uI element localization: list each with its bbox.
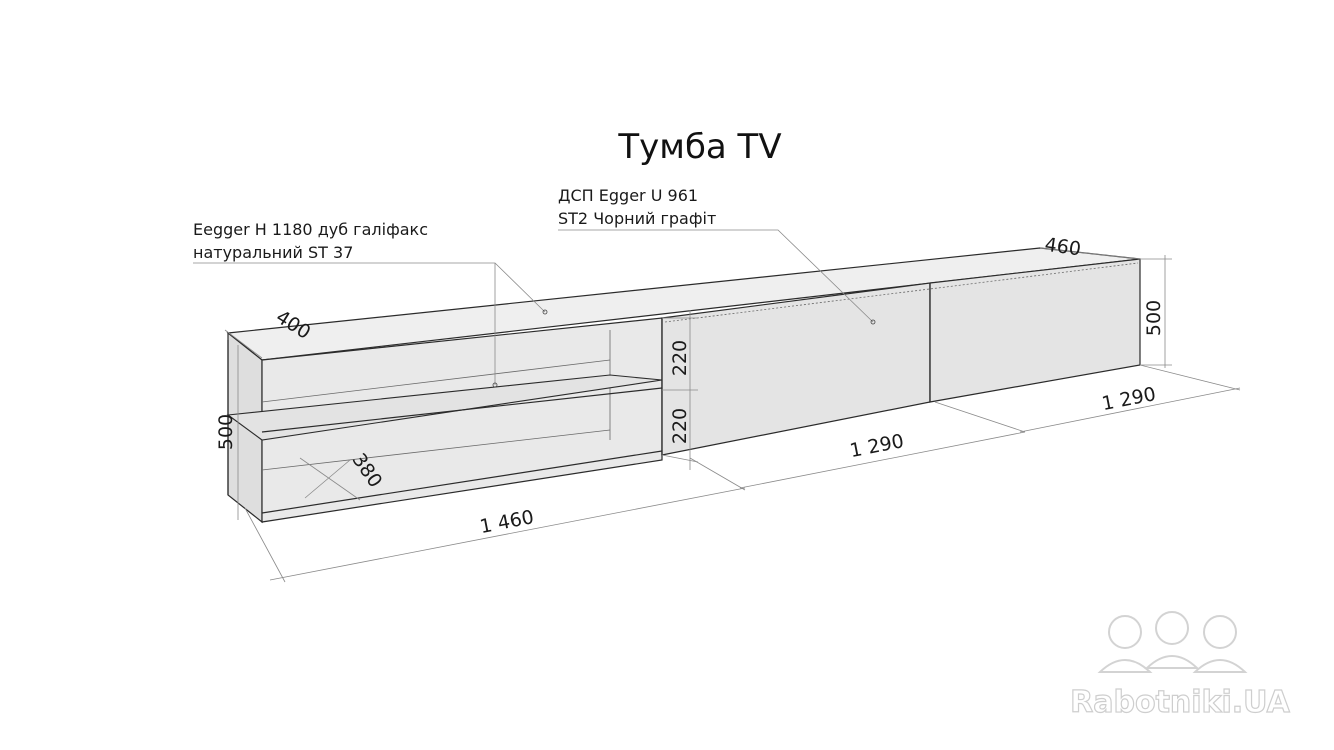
callout-shelf-line2: натуральний ST 37: [193, 243, 353, 262]
watermark-text: Rabotniki.UA: [1070, 685, 1290, 720]
callout-front-line2: ST2 Чорний графіт: [558, 209, 716, 228]
bottom-shelf-front: [261, 450, 663, 514]
front-door-right: [929, 258, 1141, 403]
door-top-gap: [664, 262, 1139, 323]
dim-depth-top: 460: [1043, 234, 1082, 261]
callout-front-material: ДСП Egger U 961 ST2 Чорний графіт: [558, 186, 876, 325]
dim-height-right: 500: [1143, 300, 1165, 336]
drawing-title: Тумба TV: [617, 127, 781, 167]
callout-front-line1: ДСП Egger U 961: [558, 186, 698, 205]
dim-height-left: 500: [215, 414, 237, 450]
back-panel-edge-upper: [261, 359, 611, 403]
dim-shelf-lower: 220: [669, 408, 691, 444]
dim-shelf-upper: 220: [669, 340, 691, 376]
callout-shelf-line1: Eegger H 1180 дуб галіфакс: [193, 220, 428, 239]
dim-width-right: 1 290: [1100, 383, 1158, 415]
dimension-lines: [224, 247, 1241, 583]
open-shelf-section: [261, 317, 663, 523]
dim-width-left: 1 460: [478, 506, 536, 538]
callout-shelf-material: Eegger H 1180 дуб галіфакс натуральний S…: [193, 220, 548, 388]
back-panel-edge-lower: [261, 429, 611, 471]
watermark-logo: Rabotniki.UA: [1070, 611, 1291, 721]
middle-shelf-front: [261, 387, 663, 433]
